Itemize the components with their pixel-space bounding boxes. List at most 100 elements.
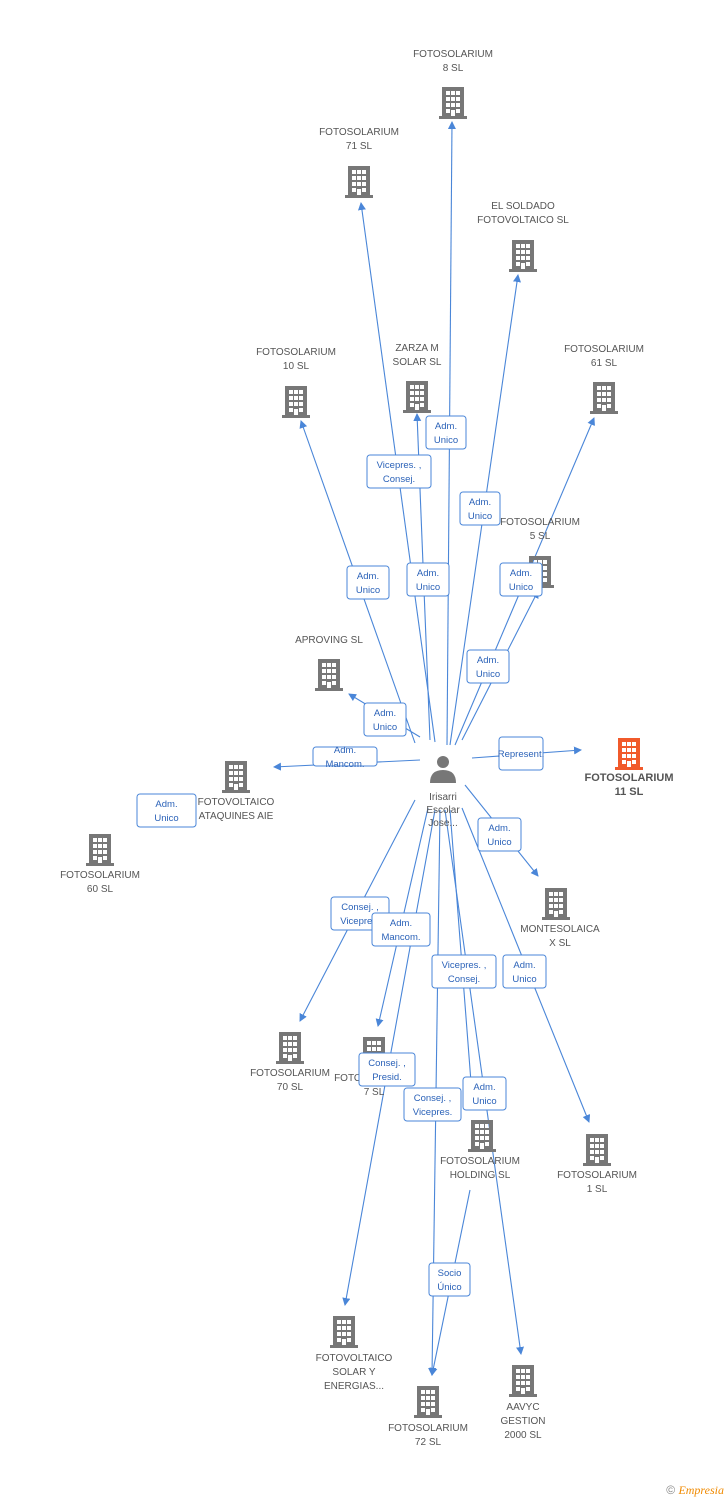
- role-text: Presid.: [372, 1072, 402, 1083]
- building-icon: [86, 834, 114, 866]
- role-badge-6: Adm. Unico: [466, 649, 510, 684]
- role-badge-3: Adm.Unico: [346, 565, 390, 600]
- person-name-line: Escolar: [426, 805, 460, 816]
- role-text: Adm.: [473, 1082, 495, 1093]
- company-name-line: FOTOSOLARIUM: [60, 870, 140, 881]
- role-text: Adm.: [357, 571, 379, 582]
- role-badge-17: Consej. , Vicepres.: [403, 1087, 462, 1122]
- building-icon: [590, 382, 618, 414]
- building-icon: [615, 738, 643, 770]
- role-badge-1: Vicepres. , Consej.: [366, 454, 432, 489]
- role-text: Unico: [472, 1096, 496, 1107]
- building-icon: [509, 240, 537, 272]
- building-icon: [345, 166, 373, 198]
- building-icon: [509, 1365, 537, 1397]
- building-icon: [282, 386, 310, 418]
- company-node-aproving[interactable]: APROVING SL: [295, 635, 363, 691]
- role-text: Unico: [468, 511, 492, 522]
- role-text: Vicepres. ,: [442, 960, 487, 971]
- company-name-line: 61 SL: [591, 358, 618, 369]
- company-name-line: APROVING SL: [295, 635, 363, 646]
- role-text: Adm.: [374, 708, 396, 719]
- company-name-line: FOTOSOLARIUM: [557, 1170, 637, 1181]
- company-node-fs60[interactable]: FOTOSOLARIUM 60 SL: [60, 834, 140, 895]
- role-text: Consej. ,: [341, 902, 379, 913]
- role-badge-4: Adm.Unico: [406, 562, 450, 597]
- building-icon: [315, 659, 343, 691]
- company-name-line: SOLAR Y: [332, 1367, 375, 1378]
- company-name-line: ENERGIAS...: [324, 1381, 384, 1392]
- role-badge-7: Adm. Unico: [363, 702, 407, 737]
- role-text: Adm.: [469, 497, 491, 508]
- role-badge-0: Adm.Unico: [425, 415, 467, 450]
- company-name-line: 2000 SL: [504, 1430, 542, 1441]
- role-badge-8: Represent.: [498, 736, 544, 771]
- brand-logo: Empresia: [678, 1483, 724, 1497]
- company-node-soldado[interactable]: EL SOLDADO FOTOVOLTAICO SL: [477, 201, 569, 272]
- building-icon: [414, 1386, 442, 1418]
- building-icon: [403, 381, 431, 413]
- role-text: Unico: [476, 669, 500, 680]
- role-text: Consej.: [383, 474, 415, 485]
- role-text: Represent.: [498, 749, 544, 760]
- company-name-line: EL SOLDADO: [491, 201, 555, 212]
- role-text: Unico: [509, 582, 533, 593]
- role-text: Unico: [487, 837, 511, 848]
- role-text: Unico: [154, 813, 178, 824]
- company-node-fs61[interactable]: FOTOSOLARIUM 61 SL: [564, 344, 644, 414]
- role-badge-14: Vicepres. ,Consej.: [431, 954, 497, 989]
- building-icon: [330, 1316, 358, 1348]
- company-name-line: FOTOSOLARIUM: [440, 1156, 520, 1167]
- company-name-line: FOTOVOLTAICO SL: [477, 215, 569, 226]
- company-name-line: AAVYC: [506, 1402, 539, 1413]
- person-name-line: Irisarri: [429, 792, 457, 803]
- role-text: Adm.: [435, 421, 457, 432]
- copyright-symbol: ©: [666, 1483, 676, 1497]
- company-name-line: HOLDING SL: [450, 1170, 511, 1181]
- company-name-line: FOTOSOLARIUM: [564, 344, 644, 355]
- company-node-fs72[interactable]: FOTOSOLARIUM 72 SL: [388, 1386, 468, 1448]
- building-icon: [439, 87, 467, 119]
- center-person[interactable]: IrisarriEscolarJose...: [426, 756, 460, 829]
- company-name-line: 5 SL: [530, 531, 551, 542]
- role-text: Consej. ,: [414, 1093, 452, 1104]
- role-text: Unico: [373, 722, 397, 733]
- company-node-holding[interactable]: FOTOSOLARIUM HOLDING SL: [440, 1120, 520, 1181]
- role-text: Vicepres. ,: [377, 460, 422, 471]
- role-text: Adm.: [513, 960, 535, 971]
- company-name-line: MONTESOLAICA: [520, 924, 600, 935]
- company-name-line: 60 SL: [87, 884, 114, 895]
- building-icon: [276, 1032, 304, 1064]
- role-text: Único: [437, 1282, 461, 1293]
- role-badge-5: Adm.Unico: [499, 562, 543, 597]
- role-text: Adm.: [488, 823, 510, 834]
- company-name-line: 72 SL: [415, 1437, 442, 1448]
- company-name-line: 70 SL: [277, 1082, 304, 1093]
- company-name-line: ZARZA M: [395, 343, 438, 354]
- company-name-line: 11 SL: [615, 786, 644, 798]
- role-text: Consej. ,: [368, 1058, 406, 1069]
- role-badge-16: Consej. , Presid.: [358, 1052, 416, 1087]
- company-name-line: FOTOSOLARIUM: [388, 1423, 468, 1434]
- company-name-line: 7 SL: [364, 1087, 385, 1098]
- role-text: Adm.: [155, 799, 177, 810]
- role-text: Adm.: [477, 655, 499, 666]
- role-text: Unico: [416, 582, 440, 593]
- role-text: Vicepres.: [413, 1107, 452, 1118]
- role-badge-11: Adm. Unico: [477, 817, 522, 852]
- role-text: Mancom.: [325, 759, 364, 770]
